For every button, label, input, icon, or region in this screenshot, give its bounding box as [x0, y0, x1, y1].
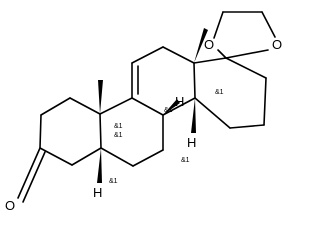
stereo-5-label: &1	[109, 178, 118, 185]
stereo-9-label: &1	[114, 132, 123, 139]
ketone-bond	[17, 147, 46, 203]
methyl-10-wedge	[98, 80, 103, 114]
stereo-13-label: &1	[215, 89, 224, 96]
ring-d-bonds	[193, 57, 267, 129]
hydrogen-5-label: H	[93, 185, 102, 200]
atom-labels: O O O H H H	[5, 37, 282, 213]
methyl-13-wedge	[194, 28, 208, 63]
ketone-oxygen-label: O	[5, 198, 15, 213]
ring-a-bonds	[39, 97, 102, 166]
h-14-wedge	[191, 98, 196, 133]
h-8-wedge	[163, 99, 180, 115]
stereo-wedges	[97, 28, 208, 183]
stereo-8-label: &1	[164, 107, 173, 114]
dioxolane-oxygen-left-label: O	[204, 37, 214, 52]
stereo-annotations: &1 &1 &1 &1 &1 &1	[109, 89, 224, 185]
molecule-structure: O O O H H H &1 &1 &1 &1 &1 &1	[5, 11, 282, 213]
ring-c-bonds	[131, 46, 196, 116]
ring-b-bonds	[99, 97, 164, 167]
dioxolane-oxygen-right-label: O	[272, 37, 282, 52]
hydrogen-8-label: H	[175, 94, 184, 109]
stereo-10-label: &1	[114, 123, 123, 130]
dioxolane-bonds	[213, 11, 276, 59]
stereo-14-label: &1	[181, 157, 190, 164]
hydrogen-14-label: H	[187, 135, 196, 150]
h-5-wedge	[97, 148, 102, 183]
